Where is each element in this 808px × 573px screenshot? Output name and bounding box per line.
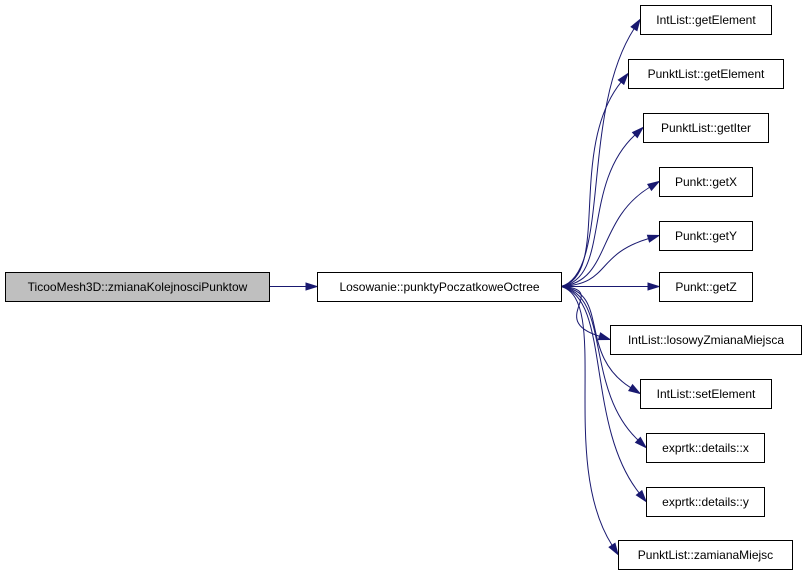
node-layer: TicooMesh3D::zmianaKolejnosciPunktow Loso…	[5, 5, 802, 570]
node-box	[618, 540, 793, 570]
node-intlist-losowyzmianamiejsca[interactable]: IntList::losowyZmianaMiejsca	[610, 325, 802, 355]
node-ticoomesh3d-zmianakolejnoscipunktow[interactable]: TicooMesh3D::zmianaKolejnosciPunktow	[5, 272, 270, 302]
arrowhead	[646, 234, 661, 243]
node-box	[659, 272, 753, 302]
node-box	[640, 5, 772, 35]
node-box	[628, 59, 784, 89]
node-intlist-setelement[interactable]: IntList::setElement	[640, 379, 772, 409]
edge-hub-to-c4	[560, 186, 650, 287]
node-label: Losowanie::punktyPoczatkoweOctree	[339, 280, 539, 294]
node-box	[659, 221, 753, 251]
edge-hub-to-c2	[560, 81, 622, 287]
node-box	[5, 272, 270, 302]
node-box	[643, 113, 769, 143]
arrowhead	[628, 383, 642, 395]
node-punkt-gety[interactable]: Punkt::getY	[659, 221, 753, 251]
node-label: PunktList::getIter	[661, 121, 751, 135]
arrowhead	[635, 489, 648, 503]
arrowhead	[617, 72, 630, 86]
node-exprtk-details-y[interactable]: exprtk::details::y	[646, 487, 765, 517]
node-box	[646, 487, 765, 517]
arrowhead	[647, 180, 661, 192]
edge-hub-to-c8	[560, 286, 631, 389]
node-label: Punkt::getX	[675, 175, 737, 189]
arrowhead	[634, 436, 648, 449]
node-intlist-getelement[interactable]: IntList::getElement	[640, 5, 772, 35]
node-label: PunktList::getElement	[648, 67, 765, 81]
node-box	[646, 433, 765, 463]
node-label: IntList::getElement	[656, 13, 756, 27]
node-punkt-getz[interactable]: Punkt::getZ	[659, 272, 753, 302]
node-punktlist-getelement[interactable]: PunktList::getElement	[628, 59, 784, 89]
node-label: TicooMesh3D::zmianaKolejnosciPunktow	[28, 280, 248, 294]
arrowhead	[608, 542, 619, 556]
node-box	[640, 379, 772, 409]
edge-hub-to-c1	[560, 28, 635, 287]
node-label: Punkt::getZ	[675, 280, 736, 294]
node-box	[317, 272, 562, 302]
node-label: IntList::losowyZmianaMiejsca	[628, 333, 784, 347]
node-exprtk-details-x[interactable]: exprtk::details::x	[646, 433, 765, 463]
arrowhead	[630, 18, 641, 32]
arrowhead	[305, 282, 319, 291]
node-losowanie-punktypoczatkoweoctree[interactable]: Losowanie::punktyPoczatkoweOctree	[317, 272, 562, 302]
edge-hub-to-c11	[560, 286, 613, 546]
node-punkt-getx[interactable]: Punkt::getX	[659, 167, 753, 197]
edge-hub-to-c9	[560, 286, 639, 441]
edge-hub-to-c3	[560, 134, 636, 287]
node-box	[659, 167, 753, 197]
node-punktlist-getiter[interactable]: PunktList::getIter	[643, 113, 769, 143]
arrowhead	[597, 332, 612, 341]
node-box	[610, 325, 802, 355]
node-label: PunktList::zamianaMiejsc	[638, 548, 773, 562]
node-label: IntList::setElement	[657, 387, 756, 401]
node-label: exprtk::details::x	[662, 441, 749, 455]
node-label: Punkt::getY	[675, 229, 737, 243]
edge-hub-to-c5	[560, 238, 649, 287]
node-label: exprtk::details::y	[662, 495, 749, 509]
arrowhead	[631, 126, 645, 139]
arrowhead	[647, 282, 661, 291]
node-punktlist-zamianamiejsc[interactable]: PunktList::zamianaMiejsc	[618, 540, 793, 570]
edge-hub-to-c10	[560, 286, 640, 494]
edge-layer	[269, 18, 661, 556]
